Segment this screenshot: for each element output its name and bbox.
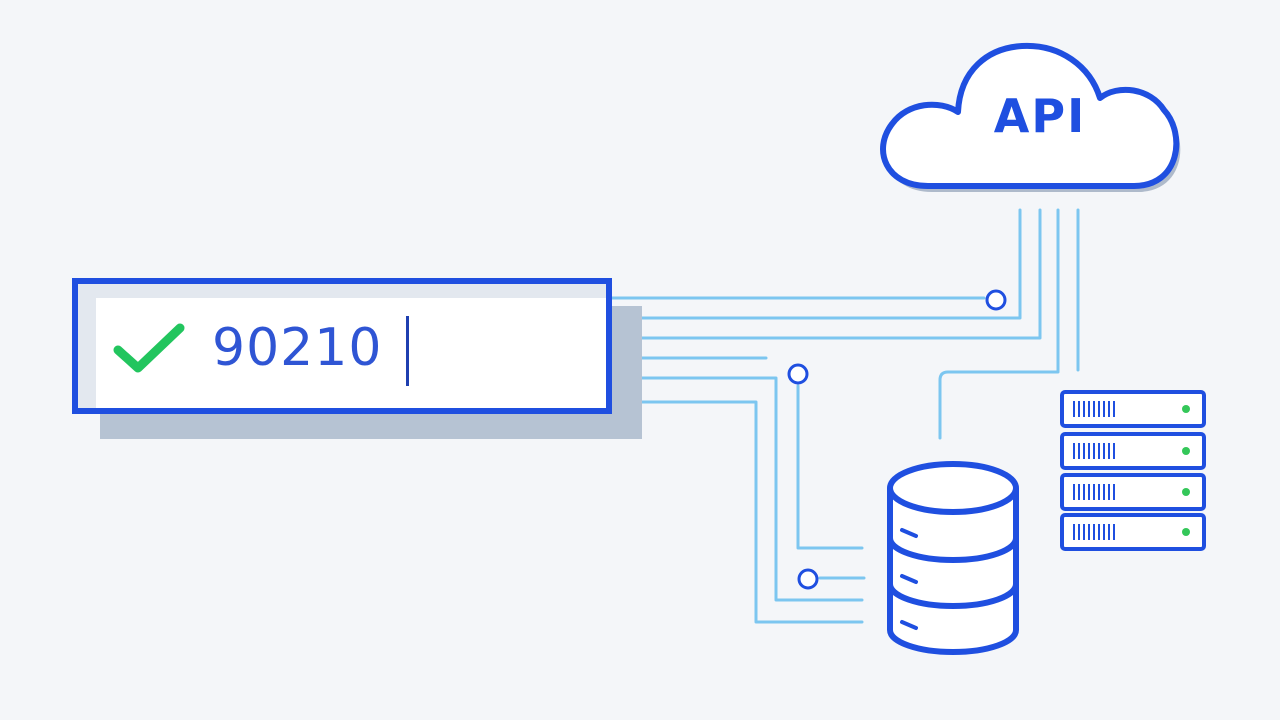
zip-code-input[interactable]: 90210: [72, 278, 612, 414]
connector-line: [610, 208, 1042, 340]
text-caret: [406, 316, 409, 386]
input-value: 90210: [212, 318, 383, 378]
connector-node: [787, 363, 809, 385]
connector-line: [938, 208, 1060, 440]
connector-line: [610, 376, 864, 602]
connector-nodes: [787, 289, 1007, 590]
server-unit: [1060, 390, 1206, 428]
connector-line: [610, 400, 864, 624]
cloud-icon: [880, 42, 1181, 193]
server-rack-icon: [1060, 390, 1206, 551]
connector-node: [797, 568, 819, 590]
database-icon: [887, 461, 1019, 655]
input-inset-shade: [78, 284, 606, 298]
cloud-api-label: API: [993, 89, 1087, 143]
connector-node: [985, 289, 1007, 311]
check-icon: [113, 323, 185, 373]
connector-line: [610, 208, 1022, 320]
server-unit: [1060, 473, 1206, 511]
server-unit: [1060, 513, 1206, 551]
input-inset-shade: [78, 284, 96, 408]
server-unit: [1060, 432, 1206, 470]
connector-line: [796, 384, 864, 550]
